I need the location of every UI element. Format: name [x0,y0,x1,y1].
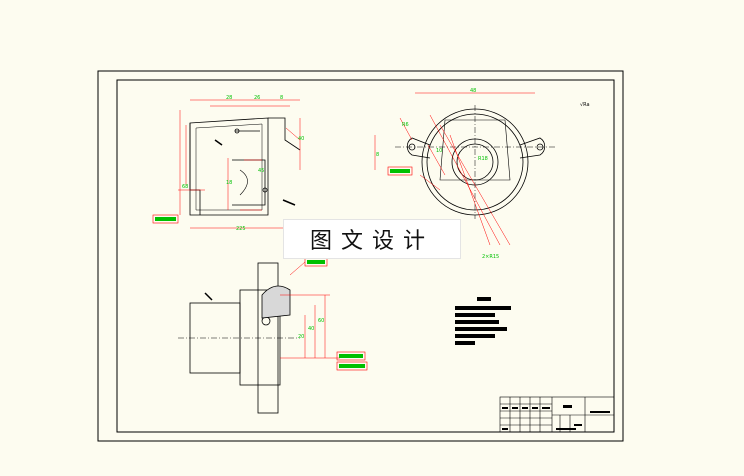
svg-text:2×R15: 2×R15 [482,254,499,260]
svg-text:10: 10 [436,148,442,154]
svg-text:20: 20 [298,334,304,340]
svg-text:45: 45 [258,168,264,174]
svg-text:√Ra: √Ra [580,102,590,108]
svg-text:60: 60 [318,318,324,324]
svg-text:26: 26 [254,95,260,101]
svg-text:40: 40 [298,136,304,142]
svg-text:28: 28 [226,95,232,101]
svg-text:8: 8 [376,152,379,158]
svg-text:225: 225 [236,226,246,232]
watermark-label: 图文设计 [283,219,461,259]
outer-frame [97,70,624,442]
svg-text:40: 40 [308,326,314,332]
title-block [499,396,615,433]
front-view: 28 26 8 68 225 18 45 40 [152,95,304,232]
svg-text:18: 18 [226,180,232,186]
svg-text:68: 68 [182,184,188,190]
top-view: 48 R6 8 10 R18 2×R15 √Ra [374,88,590,260]
svg-text:48: 48 [470,88,476,94]
svg-text:R6: R6 [402,122,409,128]
inner-frame [116,79,615,433]
svg-text:R18: R18 [478,156,488,162]
side-view: 60 40 20 [178,257,368,414]
svg-text:8: 8 [280,95,283,101]
notes-block [455,297,511,345]
